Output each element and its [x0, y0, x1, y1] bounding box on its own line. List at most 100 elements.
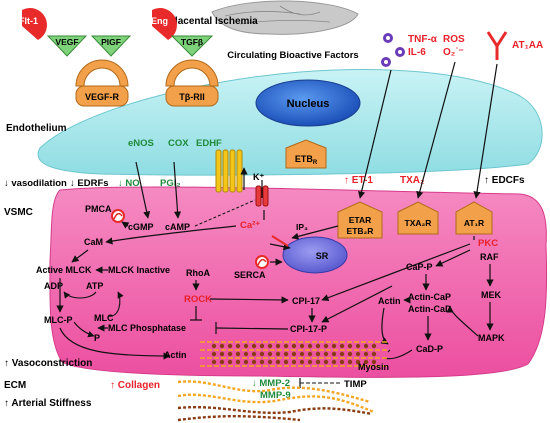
kplus-label: K⁺ — [253, 172, 264, 182]
cpi17-label: CPI-17 — [292, 296, 320, 306]
tgfb-label: TGFβ — [181, 37, 203, 47]
myosin-head — [371, 359, 377, 365]
myosin-head — [211, 359, 217, 365]
active-mlck-label: Active MLCK — [36, 265, 92, 275]
myosin-head — [371, 343, 377, 349]
mlc-label: MLC — [94, 313, 114, 323]
placental-ischemia-title: Placental Ischemia — [168, 16, 258, 27]
myosin-head — [299, 343, 305, 349]
seng-icon — [152, 7, 177, 40]
sflt1-label: sFlt-1 — [14, 16, 38, 26]
ip3-label: IP₃ — [296, 222, 308, 232]
cad-p-label: CaD-P — [416, 344, 443, 354]
myosin-head — [323, 343, 329, 349]
cap-p-label: CaP-P — [406, 262, 433, 272]
myosin-head — [243, 359, 249, 365]
myosin-head — [315, 359, 321, 365]
myosin-head — [251, 351, 257, 357]
vsmc-label: VSMC — [4, 207, 33, 218]
myosin-head — [211, 343, 217, 349]
rock-label: ROCK — [184, 294, 212, 305]
pmca-pump-icon — [111, 209, 125, 223]
mlck-inactive-label: MLCK Inactive — [108, 265, 170, 275]
vegfr-body — [75, 85, 129, 107]
myosin-head — [307, 359, 313, 365]
myosin-head — [331, 351, 337, 357]
raf-label: RAF — [480, 252, 499, 262]
myosin-head — [227, 351, 233, 357]
myosin-head — [219, 351, 225, 357]
myosin-head — [243, 351, 249, 357]
sflt1-icon — [22, 7, 47, 40]
actin-left-label: Actin — [164, 350, 187, 360]
endothelium-label: Endothelium — [6, 123, 67, 134]
myosin-head — [227, 343, 233, 349]
myosin-head — [267, 359, 273, 365]
cpi17p-label: CPI-17-P — [290, 324, 327, 334]
mapk-label: MAPK — [478, 333, 505, 343]
txa2r-label: TXA₂R — [405, 218, 432, 228]
txa2-label: TXA₂ — [400, 175, 424, 186]
calcium-channel — [255, 185, 269, 207]
vegfr-label: VEGF-R — [85, 92, 120, 102]
myosin-head — [307, 351, 313, 357]
pgi2-label: PGI₂ — [160, 178, 181, 189]
myosin-head — [283, 343, 289, 349]
myosin-head — [291, 351, 297, 357]
myosin-head — [331, 343, 337, 349]
myosin-head — [219, 359, 225, 365]
vasodilation-label: ↓ vasodilation — [4, 178, 67, 189]
myosin-head — [219, 343, 225, 349]
enos-label: eNOS — [128, 138, 154, 149]
myosin-head — [339, 351, 345, 357]
myosin-head — [299, 359, 305, 365]
myosin-head — [283, 351, 289, 357]
at1aa-label: AT₁AA — [512, 40, 543, 51]
actin-right-label: Actin — [378, 296, 401, 306]
myosin-head — [331, 359, 337, 365]
ca-label: Ca²⁺ — [240, 220, 260, 231]
stiffness-label: ↑ Arterial Stiffness — [4, 398, 92, 409]
serca-pump-icon — [255, 255, 269, 269]
camp-label: cAMP — [165, 222, 190, 232]
circulating-factors-title: Circulating Bioactive Factors — [227, 50, 358, 61]
etar-label: ETAR — [349, 215, 372, 225]
myosin-head — [275, 351, 281, 357]
myosin-head — [339, 343, 345, 349]
txa2r-receptor — [397, 201, 439, 235]
myosin-head — [259, 343, 265, 349]
myosin-head — [275, 343, 281, 349]
sr-label: SR — [316, 251, 329, 261]
actin-cad-label: Actin-CaD — [408, 304, 452, 314]
mmp9-label: MMP-9 — [260, 390, 291, 401]
tbrii-label: Tβ-RII — [179, 92, 205, 102]
edrfs-label: ↓ EDRFs — [70, 178, 109, 189]
actin-myosin-filaments — [200, 341, 388, 367]
tgfb-triangle — [170, 35, 214, 57]
myosin-head — [347, 351, 353, 357]
myosin-head — [259, 359, 265, 365]
myosin-head — [299, 351, 305, 357]
etbr-label: ETBR — [295, 154, 318, 166]
et1-label: ↑ ET-1 — [344, 175, 373, 186]
adp-label: ADP — [44, 281, 63, 291]
atp-label: ATP — [86, 281, 103, 291]
myosin-head — [355, 359, 361, 365]
myosin-head — [251, 359, 257, 365]
pigf-triangle — [90, 35, 132, 57]
ecm-label: ECM — [4, 380, 26, 391]
cgmp-label: cGMP — [128, 222, 154, 232]
myosin-head — [283, 359, 289, 365]
mmp2-label: ↓ MMP-2 — [252, 378, 290, 389]
tnf-label: TNF-α — [408, 34, 438, 45]
myosin-head — [339, 359, 345, 365]
timp-label: TIMP — [344, 379, 367, 390]
myosin-head — [227, 359, 233, 365]
pmca-label: PMCA — [85, 204, 112, 214]
tbrii-body — [165, 85, 219, 107]
ros-label: ROS — [443, 34, 465, 45]
myosin-label: Myosin — [358, 362, 389, 372]
mlc-phosphatase-label: MLC Phosphatase — [108, 323, 186, 333]
at1r-receptor — [455, 201, 493, 235]
